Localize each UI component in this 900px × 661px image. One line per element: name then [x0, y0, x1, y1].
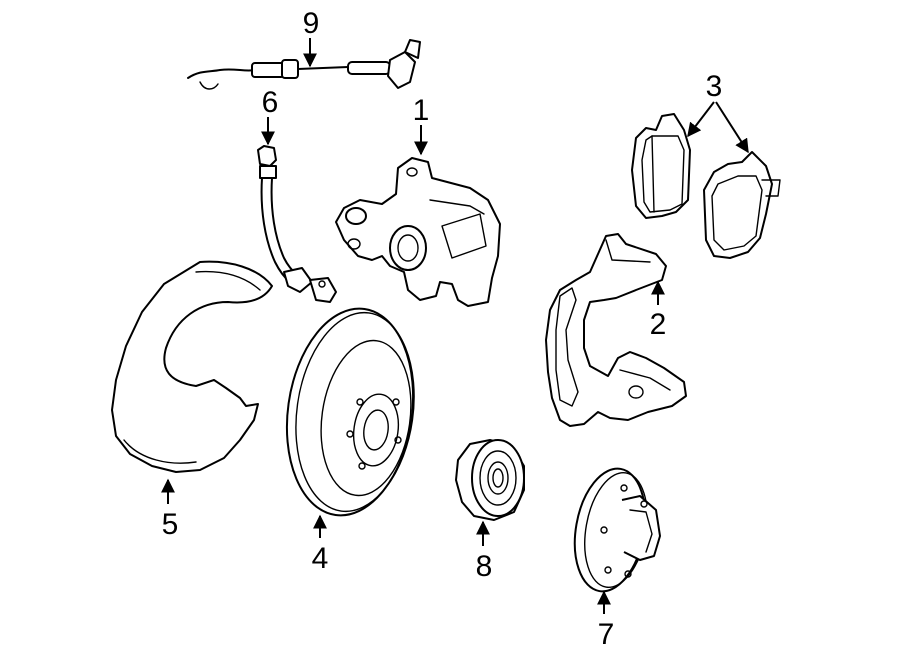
callout-6: 6	[262, 86, 279, 119]
part-4-rotor[interactable]	[274, 300, 426, 523]
part-9-abs-sensor[interactable]	[187, 39, 421, 90]
callout-labels: 1 2 3 4 5 6 7 8 9	[162, 7, 723, 651]
callout-3: 3	[706, 70, 723, 103]
leader-3b	[715, 101, 749, 154]
part-7-hub[interactable]	[566, 463, 661, 597]
leader-lines	[161, 38, 749, 614]
callout-4: 4	[312, 542, 329, 575]
part-6-brake-hose[interactable]	[257, 145, 337, 303]
callout-1: 1	[413, 94, 430, 127]
part-3-brake-pads[interactable]	[631, 113, 781, 259]
part-1-caliper[interactable]	[335, 157, 501, 307]
callout-8: 8	[476, 550, 493, 583]
callout-5: 5	[162, 508, 179, 541]
part-5-splash-shield[interactable]	[111, 260, 273, 473]
callout-2: 2	[650, 308, 667, 341]
part-8-wheel-bearing[interactable]	[455, 439, 525, 521]
callout-9: 9	[303, 7, 320, 40]
leader-3a	[687, 101, 715, 138]
callout-7: 7	[598, 618, 615, 651]
